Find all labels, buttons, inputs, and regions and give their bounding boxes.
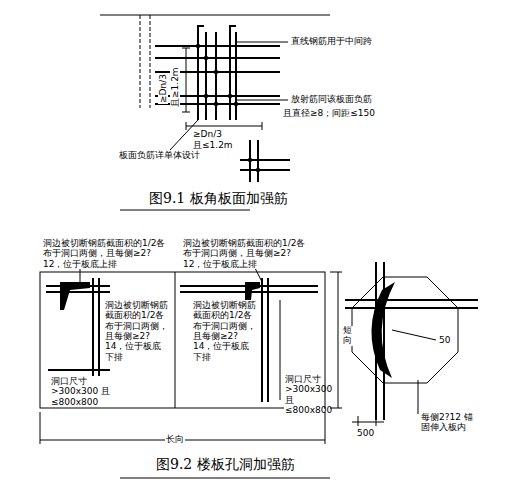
note-text: 放射筋同该板面负筋 [290, 94, 373, 104]
dimension-text: ≥Dn/3 [192, 129, 223, 139]
note-text: 且直径≥8；间距≤150 [282, 108, 376, 118]
note-text: 每侧2?12 锚固伸入板内 [420, 412, 482, 433]
note-text: 洞口尺寸>300x300 且≤800x800 [284, 374, 324, 415]
dimension-text: ≥Dn/3 [158, 73, 168, 104]
note-text: 洞边被切断钢筋截面积的1/2各布于洞口两侧，且每侧≥2?12，位于板底上排 [42, 238, 172, 269]
note-text: 洞边被切断钢筋截面积的1/2各布于洞口两侧，且每侧≥2?14，位于板底下排 [104, 300, 170, 362]
note-text: 洞边被切断钢筋截面积的1/2各布于洞口两侧，且每侧≥2?14，位于板底下排 [192, 300, 258, 362]
axis-label: 长向 [165, 434, 185, 444]
axis-label: 短向 [342, 326, 353, 346]
note-text: 直线钢筋用于中间跨 [290, 36, 373, 46]
note-text: 洞口尺寸>300x300 且≤800x800 [50, 376, 124, 407]
dimension-text: 且≤1.2m [192, 140, 234, 150]
note-text: 洞边被切断钢筋截面积的1/2各布于洞口两侧，且每侧≥2?12，位于板底上排 [182, 238, 312, 269]
dimension-text: 50 [438, 335, 451, 345]
figure-caption: 图9.1 板角板面加强筋 [148, 190, 289, 206]
dimension-text: 500 [356, 428, 375, 438]
figure-caption: 图9.2 楼板孔洞加强筋 [155, 456, 296, 472]
note-text: 板面负筋详单体设计 [118, 150, 201, 160]
dimension-text: 且≥1.2m [170, 66, 180, 108]
